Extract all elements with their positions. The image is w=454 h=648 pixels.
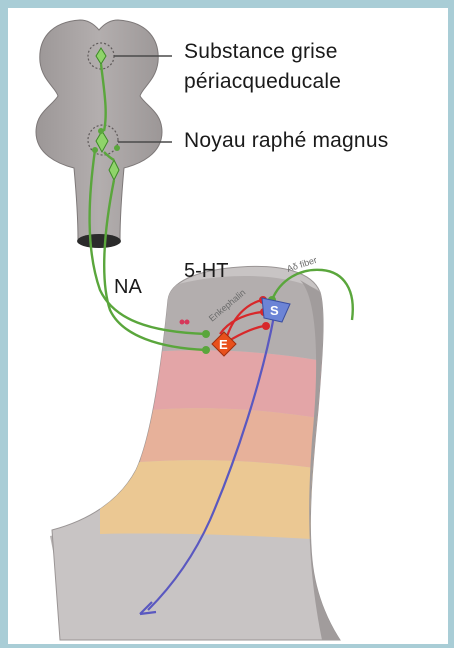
brainstem bbox=[36, 20, 172, 248]
na-terminal-1 bbox=[202, 330, 210, 338]
spinal-cord bbox=[50, 266, 340, 640]
pag-label-line1: Substance grise bbox=[184, 40, 338, 64]
stem-opening bbox=[77, 234, 121, 248]
nrm-label: Noyau raphé magnus bbox=[184, 129, 388, 153]
pag-label-line2: périacqueducale bbox=[184, 70, 341, 94]
na-terminal-2 bbox=[202, 346, 210, 354]
e-cell-label: E bbox=[219, 337, 228, 352]
na-label: NA bbox=[114, 276, 142, 299]
s-cell-label: S bbox=[270, 303, 279, 318]
ht-label: 5-HT bbox=[184, 260, 228, 283]
